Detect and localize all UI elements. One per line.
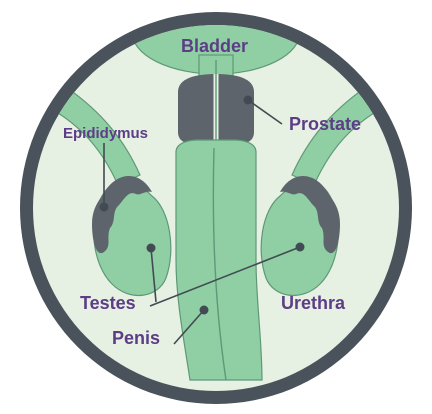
prostate-label: Prostate — [289, 114, 361, 134]
bladder-label: Bladder — [181, 36, 248, 56]
epididymus-label: Epididymus — [63, 125, 148, 142]
penis-shape — [176, 140, 262, 380]
urethra-label: Urethra — [281, 293, 346, 313]
testes-label: Testes — [80, 293, 136, 313]
penis-label: Penis — [112, 328, 160, 348]
